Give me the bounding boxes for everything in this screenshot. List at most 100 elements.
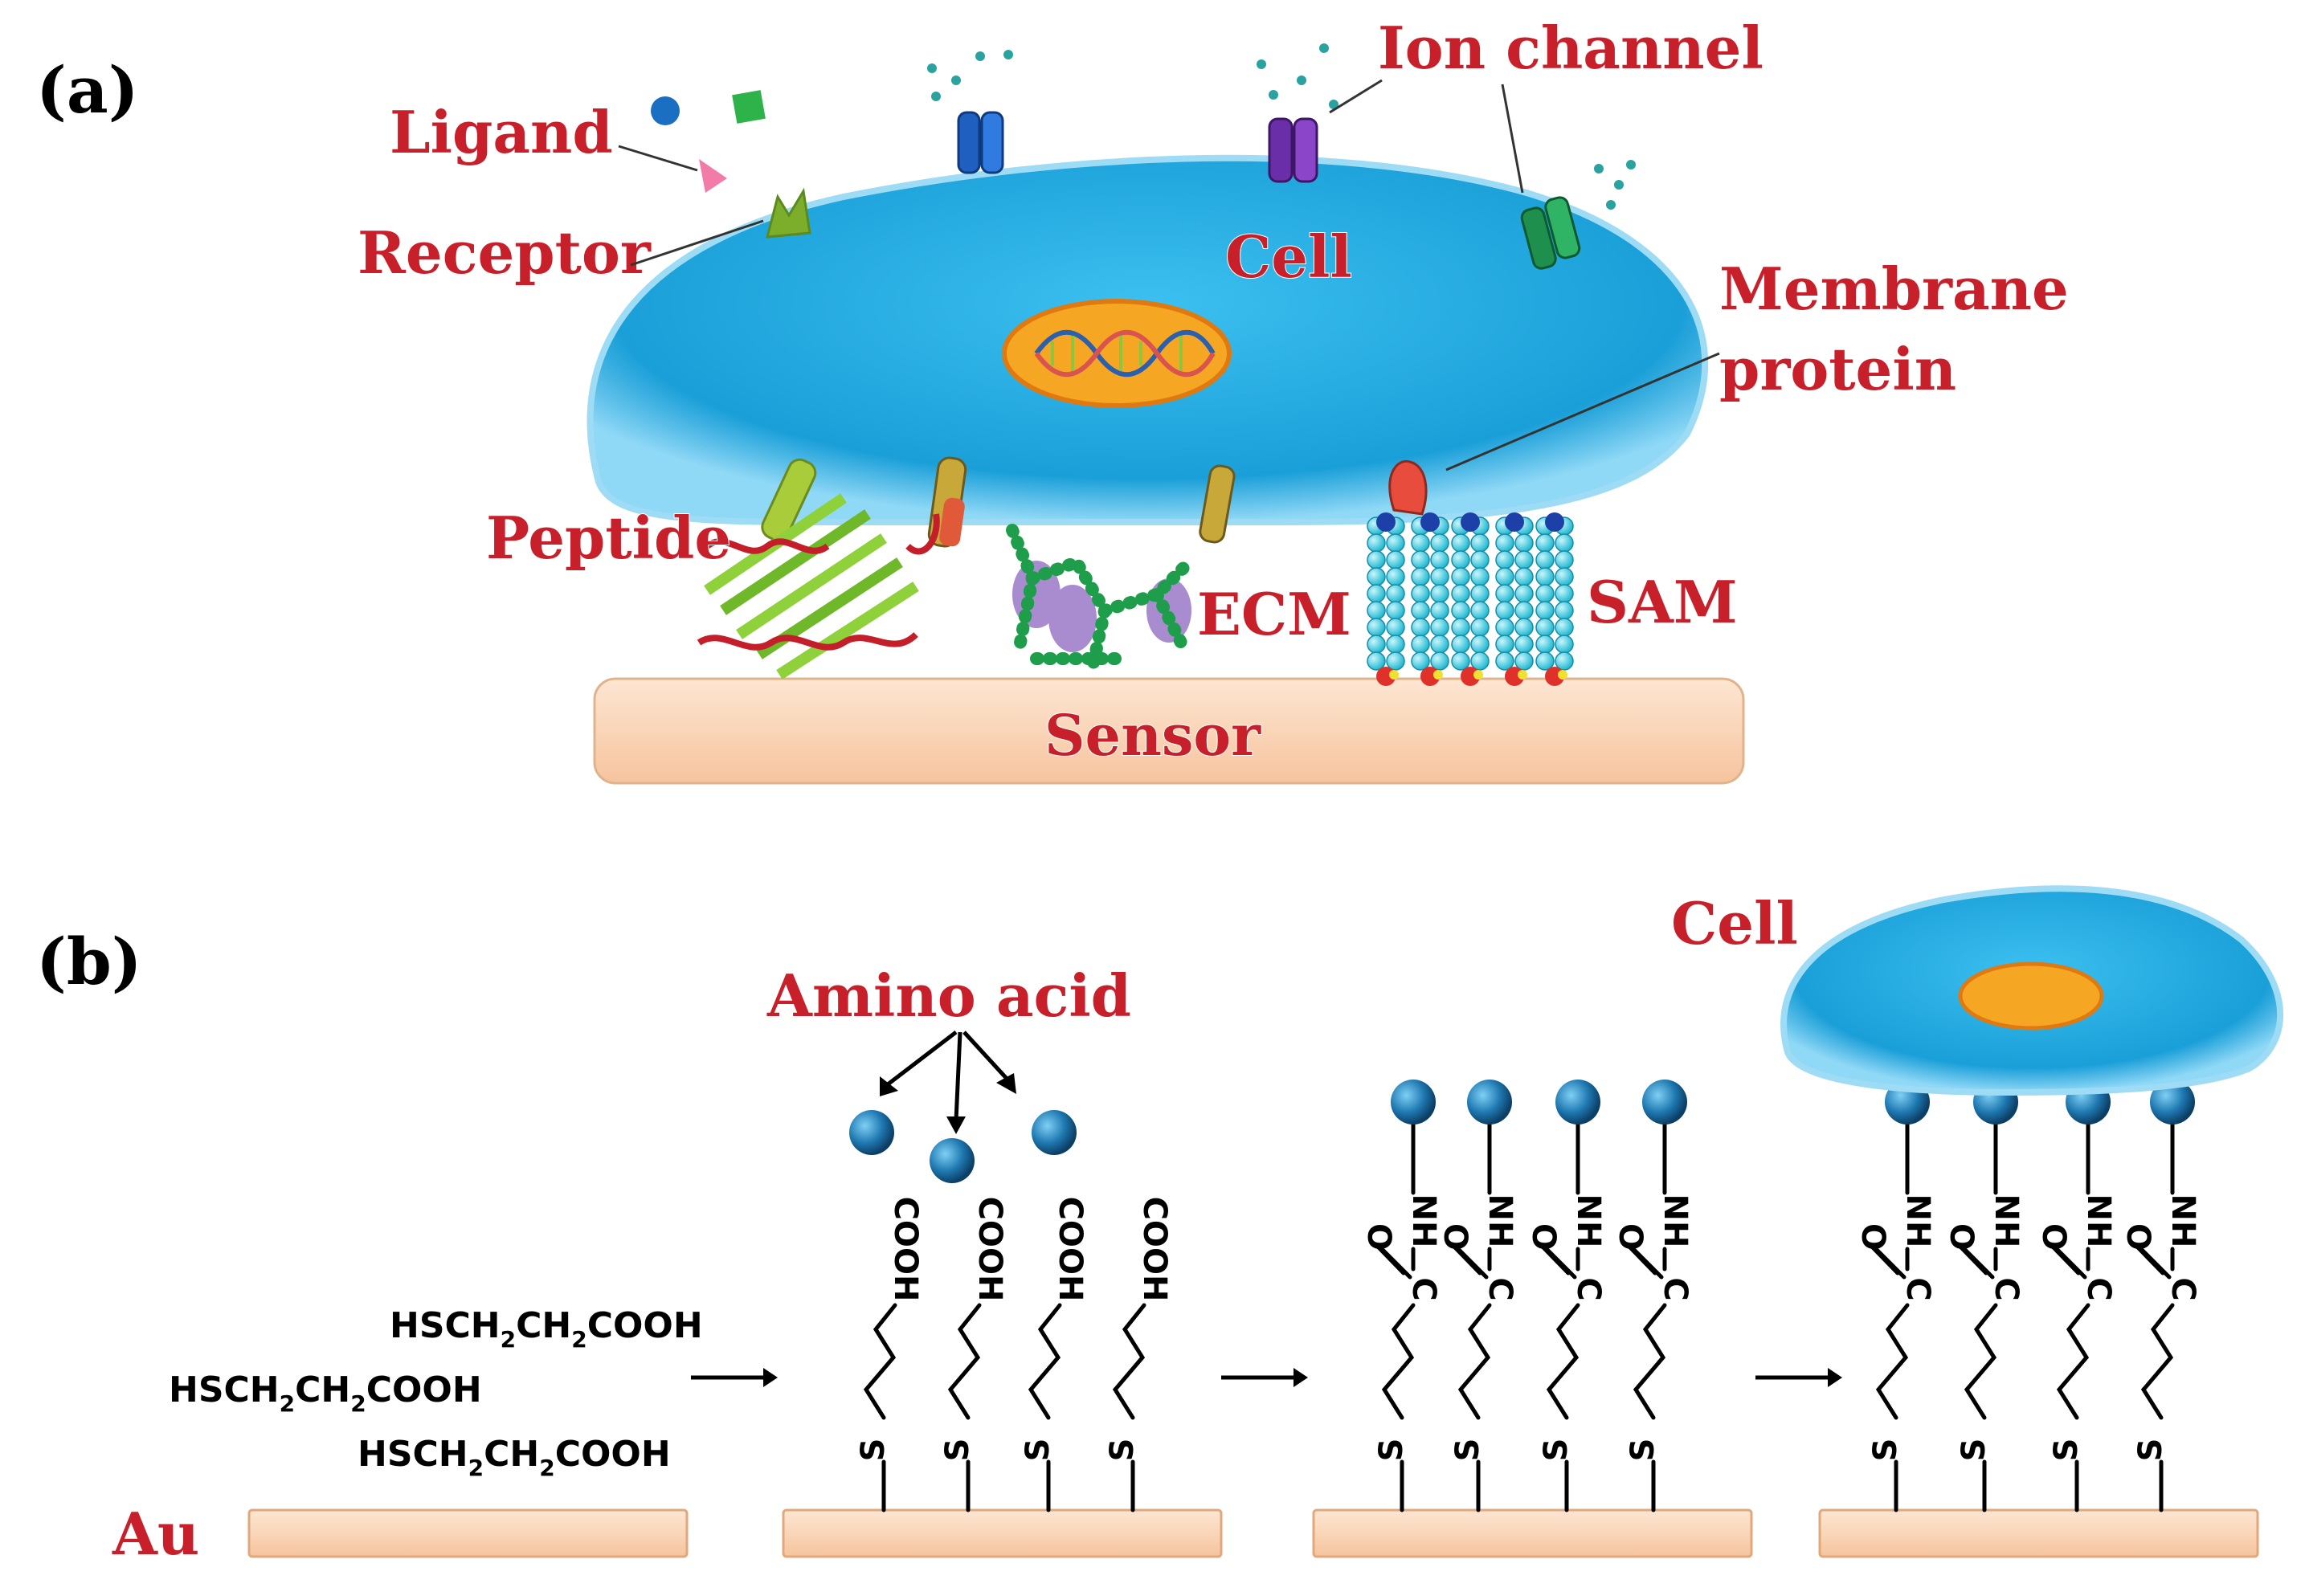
sulfur-atom: S	[1449, 1439, 1486, 1462]
sam-bead	[1535, 651, 1555, 671]
sam-bead	[1535, 618, 1555, 637]
sam-bead	[1411, 601, 1430, 620]
sam-bead	[1555, 601, 1574, 620]
sam-bead	[1495, 618, 1514, 637]
sam-bead	[1555, 567, 1574, 586]
sam-bead	[1430, 618, 1449, 637]
carbon-atom: C	[2080, 1277, 2117, 1300]
sam-bead	[1470, 601, 1490, 620]
sam-bead	[1367, 533, 1386, 553]
amino-acid-group: Amino acid	[766, 961, 1132, 1183]
sam-label: SAM	[1587, 568, 1738, 636]
sam-bead	[1514, 618, 1534, 637]
sensor-label: Sensor	[1044, 702, 1261, 769]
sam-bead	[1555, 651, 1574, 671]
sam-bead	[1411, 584, 1430, 603]
sam-bead	[1451, 651, 1470, 671]
sam-bead	[1451, 533, 1470, 553]
sam-bead	[1495, 601, 1514, 620]
reagent-formula-1: HSCH2CH2COOH	[390, 1305, 703, 1353]
ion-channel-label-group: Ion channel	[1329, 13, 1764, 194]
sam-bead	[1535, 584, 1555, 603]
alkyl-chain	[863, 1303, 897, 1420]
sam-bead	[1514, 584, 1534, 603]
carbonyl-bond	[1545, 1247, 1577, 1280]
sam-bead	[1495, 533, 1514, 553]
sam-bead	[1411, 635, 1430, 654]
nh-group: NH	[1988, 1194, 2025, 1248]
ligand-label: Ligand	[390, 98, 613, 166]
amino-acid-ball	[1555, 1080, 1600, 1125]
carbonyl-bond	[2055, 1247, 2087, 1280]
amino-acid-ball	[1391, 1080, 1436, 1125]
cell-body: Cell	[586, 154, 1709, 525]
panel-a-label: (a)	[36, 52, 139, 128]
sam-tail-yellow	[1433, 670, 1443, 680]
sam-bead	[1535, 567, 1555, 586]
sulfur-atom: S	[855, 1439, 892, 1462]
membrane-protein-group: Membrane protein	[1388, 254, 2070, 516]
sam-head	[1376, 512, 1396, 532]
sam-bead	[1367, 601, 1386, 620]
sam-bead	[1386, 533, 1405, 553]
sam-head	[1545, 512, 1564, 532]
nh-group: NH	[1405, 1194, 1442, 1248]
amino-acid-ball	[1467, 1080, 1512, 1125]
panel-b-label: (b)	[36, 924, 142, 999]
sam-bead	[1386, 584, 1405, 603]
cell-body-b: Cell	[1670, 885, 2284, 1096]
sensor-slab: Sensor	[593, 677, 1745, 785]
au-label: Au	[112, 1500, 199, 1568]
sulfur-atom: S	[1020, 1439, 1056, 1462]
nh-group: NH	[1570, 1194, 1607, 1248]
nucleus	[1002, 299, 1232, 408]
carbon-atom: C	[1570, 1277, 1607, 1300]
sam-bead	[1555, 584, 1574, 603]
oxygen-atom: O	[1525, 1223, 1562, 1251]
sam-bead	[1535, 635, 1555, 654]
oxygen-atom: O	[1943, 1223, 1980, 1251]
sam-bead	[1367, 618, 1386, 637]
sam-tail-yellow	[1473, 670, 1483, 680]
alkyl-chain	[1875, 1303, 1910, 1420]
ligand-group: Ligand	[389, 90, 766, 193]
oxygen-atom: O	[1437, 1223, 1473, 1251]
carbonyl-bond	[1457, 1247, 1489, 1280]
sam-bead	[1495, 550, 1514, 569]
sam-bead	[1430, 651, 1449, 671]
sam-bead	[1514, 550, 1534, 569]
sulfur-atom: S	[1538, 1439, 1575, 1462]
sam-bead	[1430, 635, 1449, 654]
sam-bead	[1470, 567, 1490, 586]
sam-bead	[1555, 618, 1574, 637]
sam-bead	[1495, 567, 1514, 586]
alkyl-chain	[1028, 1303, 1062, 1420]
ligand-triangle-icon	[699, 159, 727, 193]
ion-channel-purple	[1257, 43, 1338, 183]
sam-bead	[1430, 533, 1449, 553]
sam-bead	[1411, 618, 1430, 637]
ion-channel-blue	[927, 50, 1013, 174]
sam-bead	[1386, 567, 1405, 586]
nh-group: NH	[1481, 1194, 1518, 1248]
sam-bead	[1470, 618, 1490, 637]
carbonyl-bond	[1963, 1247, 1995, 1280]
sam-bead	[1514, 567, 1534, 586]
sam-bead	[1514, 651, 1534, 671]
sam-bead	[1367, 584, 1386, 603]
sulfur-atom: S	[2048, 1439, 2085, 1462]
cell-label-a: Cell	[1225, 222, 1352, 291]
sam-head	[1420, 512, 1440, 532]
ion-channel-label: Ion channel	[1378, 14, 1763, 82]
alkyl-chain	[1381, 1303, 1416, 1420]
alkyl-chain	[1457, 1303, 1492, 1420]
sam-bead	[1386, 635, 1405, 654]
membrane-protein-label-2: protein	[1719, 335, 1956, 403]
sam-bead	[1386, 651, 1405, 671]
carbon-atom: C	[2164, 1277, 2201, 1300]
au-substrate-3	[1312, 1508, 1753, 1558]
